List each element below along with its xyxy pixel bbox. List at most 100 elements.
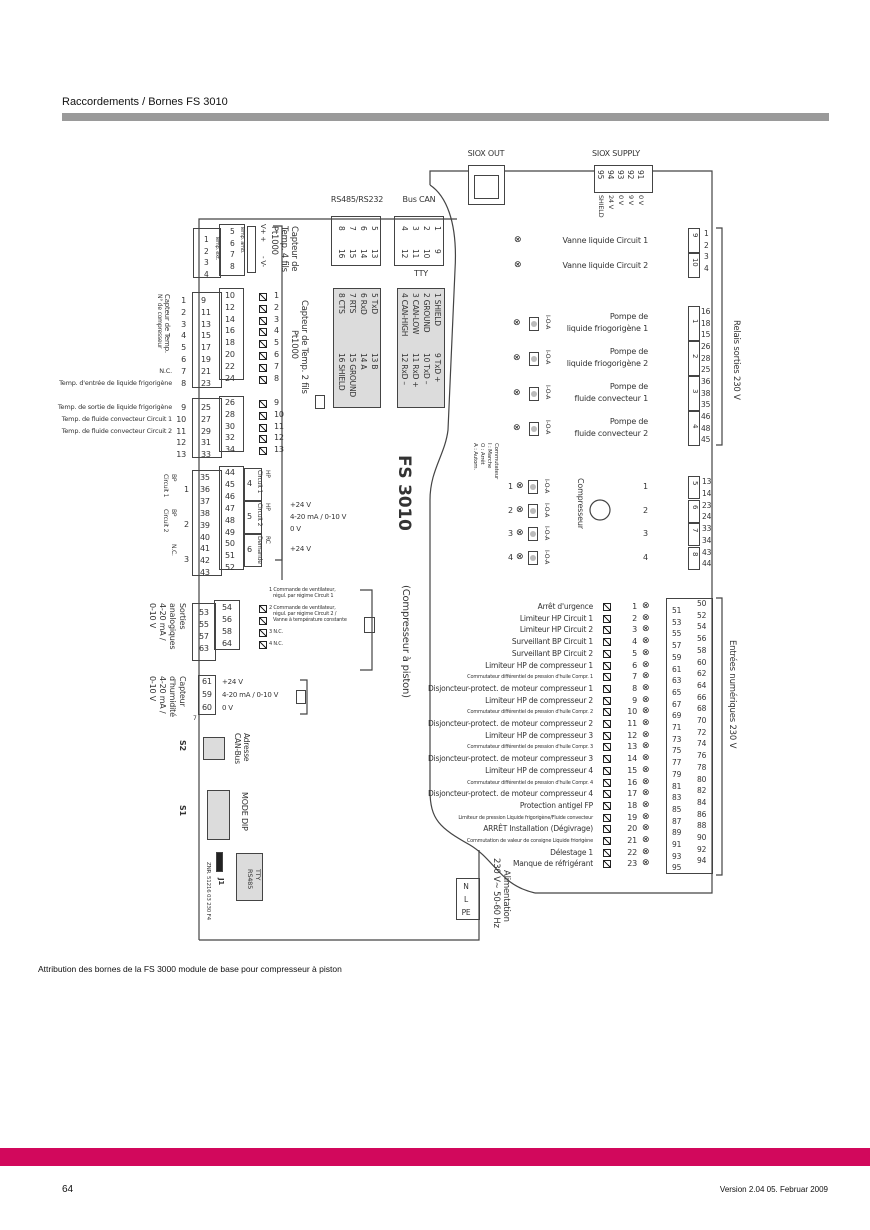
pin-number: 58 <box>697 645 707 655</box>
analog-legend: 2 Commande de ventilateur, <box>269 605 336 611</box>
pin-number: 7 <box>193 715 197 722</box>
temp2-terminal-c <box>192 398 222 458</box>
pin-number: 23 <box>702 500 712 510</box>
sensor-input-icon <box>259 293 267 301</box>
sensor-label: Temp. de fluide convecteur Circuit 1 <box>61 414 172 423</box>
digital-input-label: Commutateur différentiel de pression d'h… <box>467 674 593 681</box>
tty-label: TTY <box>414 269 428 278</box>
pin-number: 48 <box>701 423 711 433</box>
status-led-icon: ⊗ <box>642 741 650 752</box>
sensor-label: N.C. <box>159 366 172 375</box>
relay-box <box>688 341 700 376</box>
input-number: 9 <box>632 695 637 705</box>
pin-number: 63 <box>199 644 209 653</box>
ioa-switch[interactable] <box>529 387 539 401</box>
analog-out-label: Sorties <box>178 603 187 630</box>
analog-legend: 4 N.C. <box>269 641 283 647</box>
relay-box <box>688 546 700 570</box>
ioa-switch[interactable] <box>528 527 538 541</box>
group-number: 2 <box>184 520 189 529</box>
pin-number: 38 <box>701 388 711 398</box>
ioa-switch[interactable] <box>528 550 538 565</box>
header-rule <box>62 113 829 121</box>
sensor-number: 6 <box>274 350 279 359</box>
group-label: HP <box>264 470 271 478</box>
status-led-icon: ⊗ <box>642 718 650 728</box>
status-led-icon: ⊗ <box>642 753 650 764</box>
ioa-switch[interactable] <box>529 352 539 366</box>
pin-number: 68 <box>697 704 707 714</box>
group-label: Demande <box>256 536 263 564</box>
group-number: 6 <box>247 545 252 554</box>
switch-legend: I : Marche <box>486 443 492 469</box>
pin-number: 15 <box>201 331 211 341</box>
page-header-title: Raccordements / Bornes FS 3010 <box>62 96 228 108</box>
ioa-switch[interactable] <box>528 503 538 518</box>
temp2-terminal-d <box>219 396 244 452</box>
status-led-icon: ⊗ <box>514 260 522 270</box>
pin-number: 3 <box>204 258 209 267</box>
sensor-input-icon <box>603 825 611 834</box>
vplus-label: V+ + <box>259 224 267 242</box>
humidity-label: Capteur <box>178 676 187 707</box>
switch-label: I-O-A <box>543 479 550 494</box>
pin-number: 28 <box>701 353 711 363</box>
input-number: 22 <box>627 847 637 857</box>
digital-input-label: Disjoncteur-protect. de moteur compresse… <box>428 789 593 799</box>
pin-number: 52 <box>225 563 235 573</box>
status-led-icon: ⊗ <box>513 388 521 398</box>
page-number: 64 <box>62 1184 74 1195</box>
digital-input-label: Surveillant BP Circuit 2 <box>511 648 593 658</box>
siox-out-label: SIOX OUT <box>467 149 505 158</box>
pin-number: 2 <box>204 246 209 256</box>
sensor-label: Temp. de fluide convecteur Circuit 2 <box>61 426 172 435</box>
pin-number: 89 <box>672 828 682 838</box>
pin-number: 22 <box>225 361 235 371</box>
switch-label: I-O-A <box>544 420 551 435</box>
sensor-input-icon <box>603 684 611 693</box>
sensor-input-icon <box>259 352 267 360</box>
pin-number: 3 <box>704 252 709 261</box>
pin-number: 36 <box>701 377 711 386</box>
ioa-switch[interactable] <box>529 422 539 436</box>
pin-number: 60 <box>697 657 707 667</box>
sensor-number: 1 <box>274 291 279 300</box>
pin-number: 20 <box>225 350 235 359</box>
sensor-input-icon <box>603 673 611 682</box>
sensor-number: 10 <box>274 409 284 419</box>
switch-label: I-O-A <box>544 315 551 330</box>
pin-number: 6 <box>230 238 235 248</box>
sensor-input-icon <box>603 696 611 705</box>
rs485-pinout <box>333 288 381 408</box>
sensor-input-icon <box>603 766 611 775</box>
sensor-input-icon <box>259 423 267 432</box>
ioa-switch[interactable] <box>528 480 538 494</box>
sensor-input-icon <box>259 447 267 456</box>
pin-number: 5 <box>370 226 379 231</box>
input-number: 5 <box>632 648 637 658</box>
status-led-icon: ⊗ <box>642 823 650 834</box>
temp2-terminal-a <box>192 292 222 388</box>
vminus-label: - V- <box>259 256 267 267</box>
digital-input-label: Limiteur HP de compresseur 3 <box>485 730 593 740</box>
switch-label: I-O-A <box>544 385 551 400</box>
sensor-input-icon <box>259 629 267 637</box>
digital-input-label: Manque de réfrigérant <box>513 859 593 869</box>
status-led-icon: ⊗ <box>642 659 650 670</box>
status-led-icon: ⊗ <box>516 551 524 562</box>
pin-number: 11 <box>201 307 211 317</box>
status-led-icon: ⊗ <box>514 235 522 245</box>
pin-number: 10 <box>422 249 431 259</box>
relay-box <box>688 411 700 446</box>
group-label: Circuit 1 <box>256 470 263 494</box>
sensor-input-icon <box>603 848 611 857</box>
pin-number: 12 <box>400 249 409 259</box>
input-number: 8 <box>632 683 637 693</box>
pin-number: 4 <box>704 263 709 273</box>
pin-number: 69 <box>672 711 682 721</box>
group-label: HP <box>264 503 271 511</box>
ioa-switch[interactable] <box>529 317 539 331</box>
input-number: 4 <box>632 637 637 647</box>
input-number: 14 <box>627 754 637 764</box>
relay-number: 4 <box>691 424 699 429</box>
